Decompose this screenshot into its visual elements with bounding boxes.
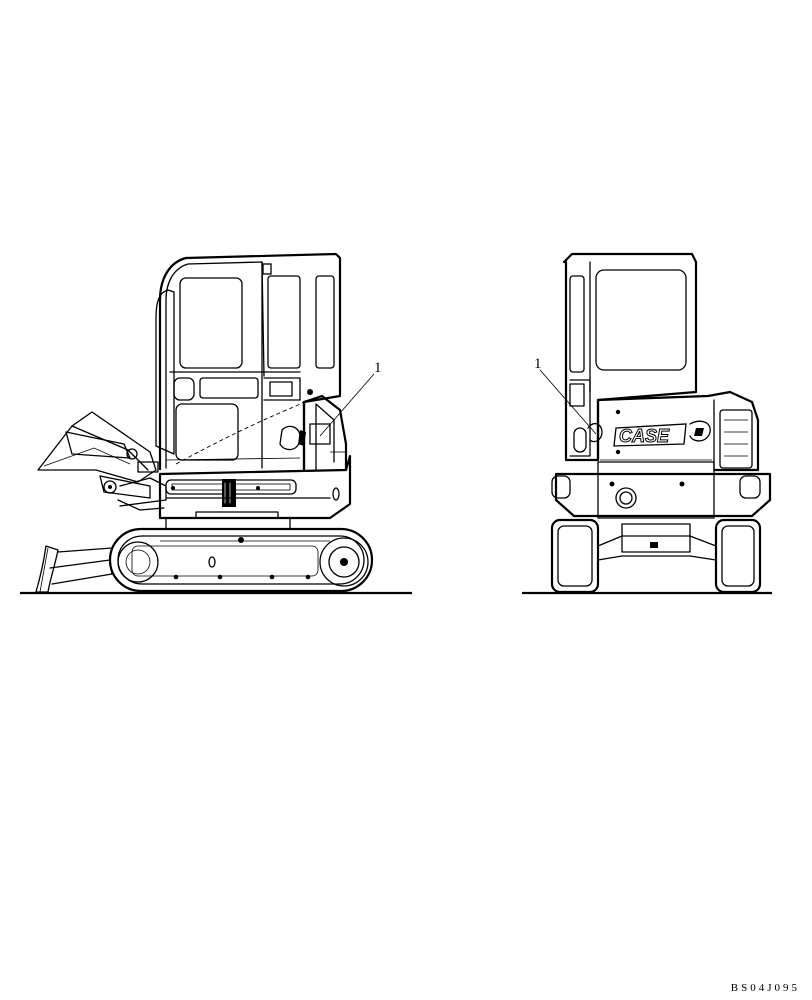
decal-item-1-side (279, 389, 313, 451)
counterweight (551, 459, 772, 519)
side-callout-number: 1 (374, 360, 382, 376)
rear-cab (562, 252, 698, 462)
dozer-blade (35, 545, 113, 593)
rear-leader-line (539, 369, 597, 435)
swing-frame (165, 517, 291, 530)
decal-item-1-rear (587, 422, 603, 443)
upper-structure (158, 454, 352, 520)
engine-hood (302, 394, 348, 471)
case-logo: CASE (613, 420, 711, 447)
boom-arm (37, 411, 167, 511)
decal-outline-side (175, 401, 305, 465)
rear-view-excavator: CASE 1 (522, 252, 772, 595)
rear-callout-number: 1 (534, 356, 542, 372)
side-view-excavator: 1 (20, 252, 412, 595)
rear-tracks (550, 518, 762, 594)
drawing-reference-code: BS04J095 (730, 982, 800, 994)
crawler-track (108, 527, 374, 593)
side-leader-line (319, 373, 375, 437)
cab (155, 252, 342, 470)
svg-text:CASE: CASE (619, 426, 670, 446)
